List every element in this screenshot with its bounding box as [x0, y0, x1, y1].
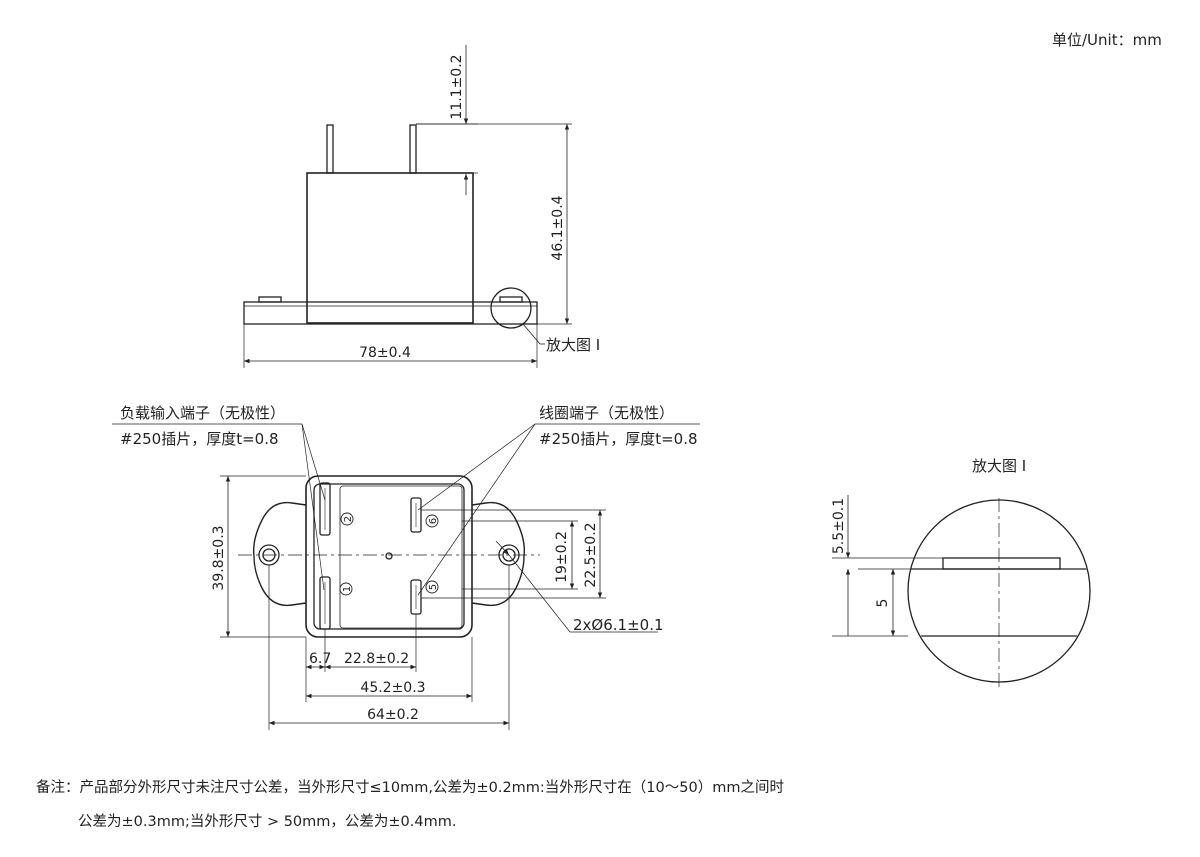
- detail-view: [832, 495, 1091, 690]
- note-line-2: 公差为±0.3mm;当外形尺寸 > 50mm，公差为±0.4mm.: [78, 814, 457, 830]
- dim-5-5: 5.5±0.1: [831, 498, 847, 554]
- detail-title: 放大图 Ⅰ: [972, 457, 1026, 475]
- load-terminal-spec: #250插片，厚度t=0.8: [120, 430, 279, 448]
- load-terminal-label: 负载输入端子（无极性）: [120, 404, 285, 422]
- dim-64: 64±0.2: [367, 707, 419, 723]
- top-view-labels: 负载输入端子（无极性） #250插片，厚度t=0.8 线圈端子（无极性） #25…: [120, 404, 698, 723]
- coil-terminal-spec: #250插片，厚度t=0.8: [539, 430, 698, 448]
- dim-hole: 2xØ6.1±0.1: [573, 616, 664, 634]
- unit-label: 单位/Unit：mm: [1052, 31, 1162, 49]
- note-line-1: 备注：产品部分外形尺寸未注尺寸公差，当外形尺寸≤10mm,公差为±0.2mm:当…: [36, 780, 784, 796]
- pin-number-2: 2: [343, 516, 354, 522]
- dim-22-8: 22.8±0.2: [344, 651, 409, 667]
- pin-number-6: 6: [428, 518, 439, 524]
- dim-19: 19±0.2: [554, 531, 570, 583]
- dim-11-1: 11.1±0.2: [449, 54, 465, 119]
- dim-5: 5: [875, 599, 891, 608]
- side-view-labels: 11.1±0.2 46.1±0.4 78±0.4 放大图 Ⅰ: [359, 54, 600, 361]
- coil-terminal-label: 线圈端子（无极性）: [539, 404, 674, 422]
- dim-39-8: 39.8±0.3: [211, 525, 227, 590]
- pin-number-5: 5: [428, 584, 439, 590]
- pin-number-1: 1: [342, 586, 353, 592]
- dim-45-2: 45.2±0.3: [360, 680, 425, 696]
- detail-callout-label: 放大图 Ⅰ: [546, 336, 600, 354]
- detail-view-labels: 放大图 Ⅰ 5.5±0.1 5: [831, 457, 1026, 607]
- dim-78: 78±0.4: [359, 345, 411, 361]
- dim-6-7: 6.7: [309, 651, 331, 667]
- dim-22-5: 22.5±0.2: [583, 522, 599, 587]
- top-view: [112, 423, 700, 730]
- side-view: [243, 45, 572, 368]
- dim-46-1: 46.1±0.4: [550, 195, 566, 260]
